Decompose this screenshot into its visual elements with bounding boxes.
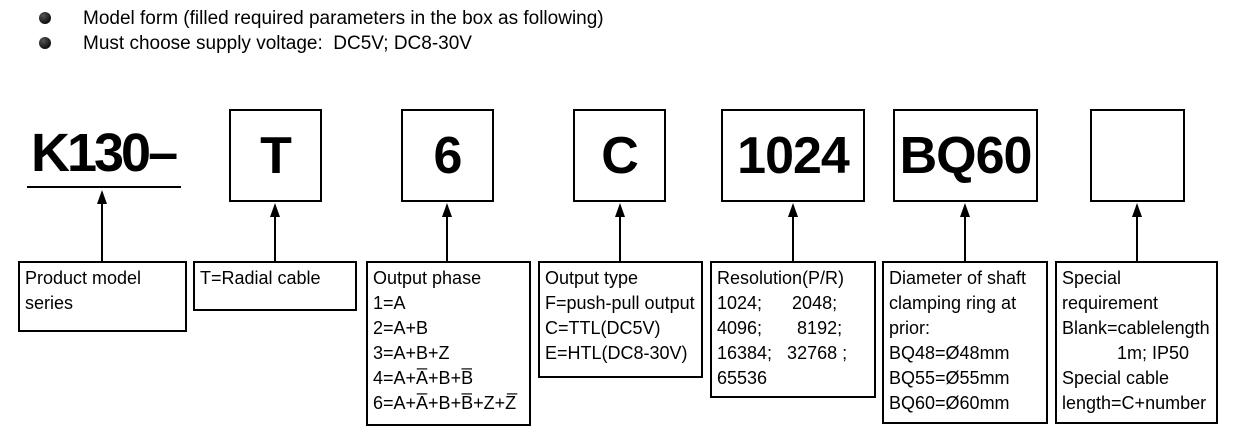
connector-arrow-icon bbox=[441, 203, 453, 261]
connector-arrow-icon bbox=[269, 203, 281, 261]
bullet-icon bbox=[39, 37, 51, 49]
code-box-clamping-diameter: BQ60 bbox=[893, 109, 1038, 202]
connector-arrow-icon bbox=[1131, 203, 1143, 261]
code-box-output-type: C bbox=[573, 109, 666, 202]
desc-box-output-phase: Output phase 1=A 2=A+B 3=A+B+Z 4=A+A̅+B+… bbox=[366, 261, 531, 426]
desc-box-resolution: Resolution(P/R) 1024; 2048; 4096; 8192; … bbox=[710, 261, 876, 398]
code-box-resolution: 1024 bbox=[721, 109, 865, 202]
connector-arrow-icon bbox=[96, 190, 108, 261]
bullet-text: Model form (filled required parameters i… bbox=[83, 8, 604, 29]
bullet-text: Must choose supply voltage: DC5V; DC8-30… bbox=[83, 33, 472, 54]
model-prefix: K130– bbox=[27, 126, 182, 188]
connector-arrow-icon bbox=[614, 203, 626, 261]
desc-box-output-type: Output type F=push-pull output C=TTL(DC5… bbox=[538, 261, 703, 378]
desc-box-product-series: Product model series bbox=[18, 261, 187, 332]
code-box-cable: T bbox=[229, 109, 322, 202]
code-box-special bbox=[1090, 109, 1185, 202]
connector-arrow-icon bbox=[787, 203, 799, 261]
bullet-item: Must choose supply voltage: DC5V; DC8-30… bbox=[39, 31, 472, 56]
bullet-icon bbox=[39, 12, 51, 24]
desc-box-cable: T=Radial cable bbox=[193, 261, 357, 311]
bullet-item: Model form (filled required parameters i… bbox=[39, 6, 604, 31]
desc-box-clamping-diameter: Diameter of shaft clamping ring at prior… bbox=[882, 261, 1048, 424]
connector-arrow-icon bbox=[959, 203, 971, 261]
desc-box-special: Special requirement Blank=cablelength 1m… bbox=[1055, 261, 1218, 424]
code-box-output-phase: 6 bbox=[401, 109, 494, 202]
